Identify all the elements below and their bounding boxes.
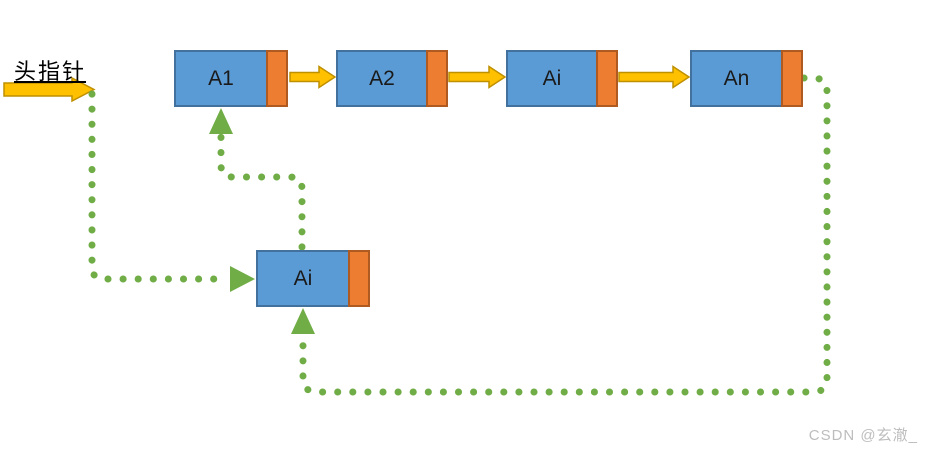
node-an-data-cell: An xyxy=(690,50,781,107)
watermark: CSDN @玄澈_ xyxy=(808,427,918,444)
arrowhead-into-a1-bottom-icon xyxy=(209,108,233,134)
arrowhead-into-inserted-ai-left-icon xyxy=(230,266,255,292)
node-a1-data-cell: A1 xyxy=(174,50,266,107)
arrowhead-into-inserted-ai-bottom-icon xyxy=(291,308,315,334)
node-inserted-ai: Ai xyxy=(256,250,370,307)
node-an-pointer-cell xyxy=(781,50,803,107)
next-arrow-a2-ai-icon xyxy=(448,65,507,89)
next-arrow-ai-an-icon xyxy=(618,65,691,89)
node-ai: Ai xyxy=(506,50,618,107)
node-a2-pointer-cell xyxy=(426,50,448,107)
dotted-path-inserted-ai-to-a1 xyxy=(217,132,306,251)
node-a1: A1 xyxy=(174,50,288,107)
node-inserted-ai-pointer-cell xyxy=(348,250,370,307)
head-pointer-label: 头指针 xyxy=(14,59,87,84)
node-ai-pointer-cell xyxy=(596,50,618,107)
node-inserted-ai-data-cell: Ai xyxy=(256,250,348,307)
dotted-path-head-to-inserted-ai xyxy=(88,90,232,283)
next-arrow-a1-a2-icon xyxy=(289,65,337,89)
node-ai-data-cell: Ai xyxy=(506,50,596,107)
dotted-path-an-to-inserted-ai xyxy=(299,74,831,396)
node-an: An xyxy=(690,50,803,107)
node-a1-pointer-cell xyxy=(266,50,288,107)
node-a2-data-cell: A2 xyxy=(336,50,426,107)
head-pointer-arrow-icon xyxy=(3,76,96,103)
node-a2: A2 xyxy=(336,50,448,107)
